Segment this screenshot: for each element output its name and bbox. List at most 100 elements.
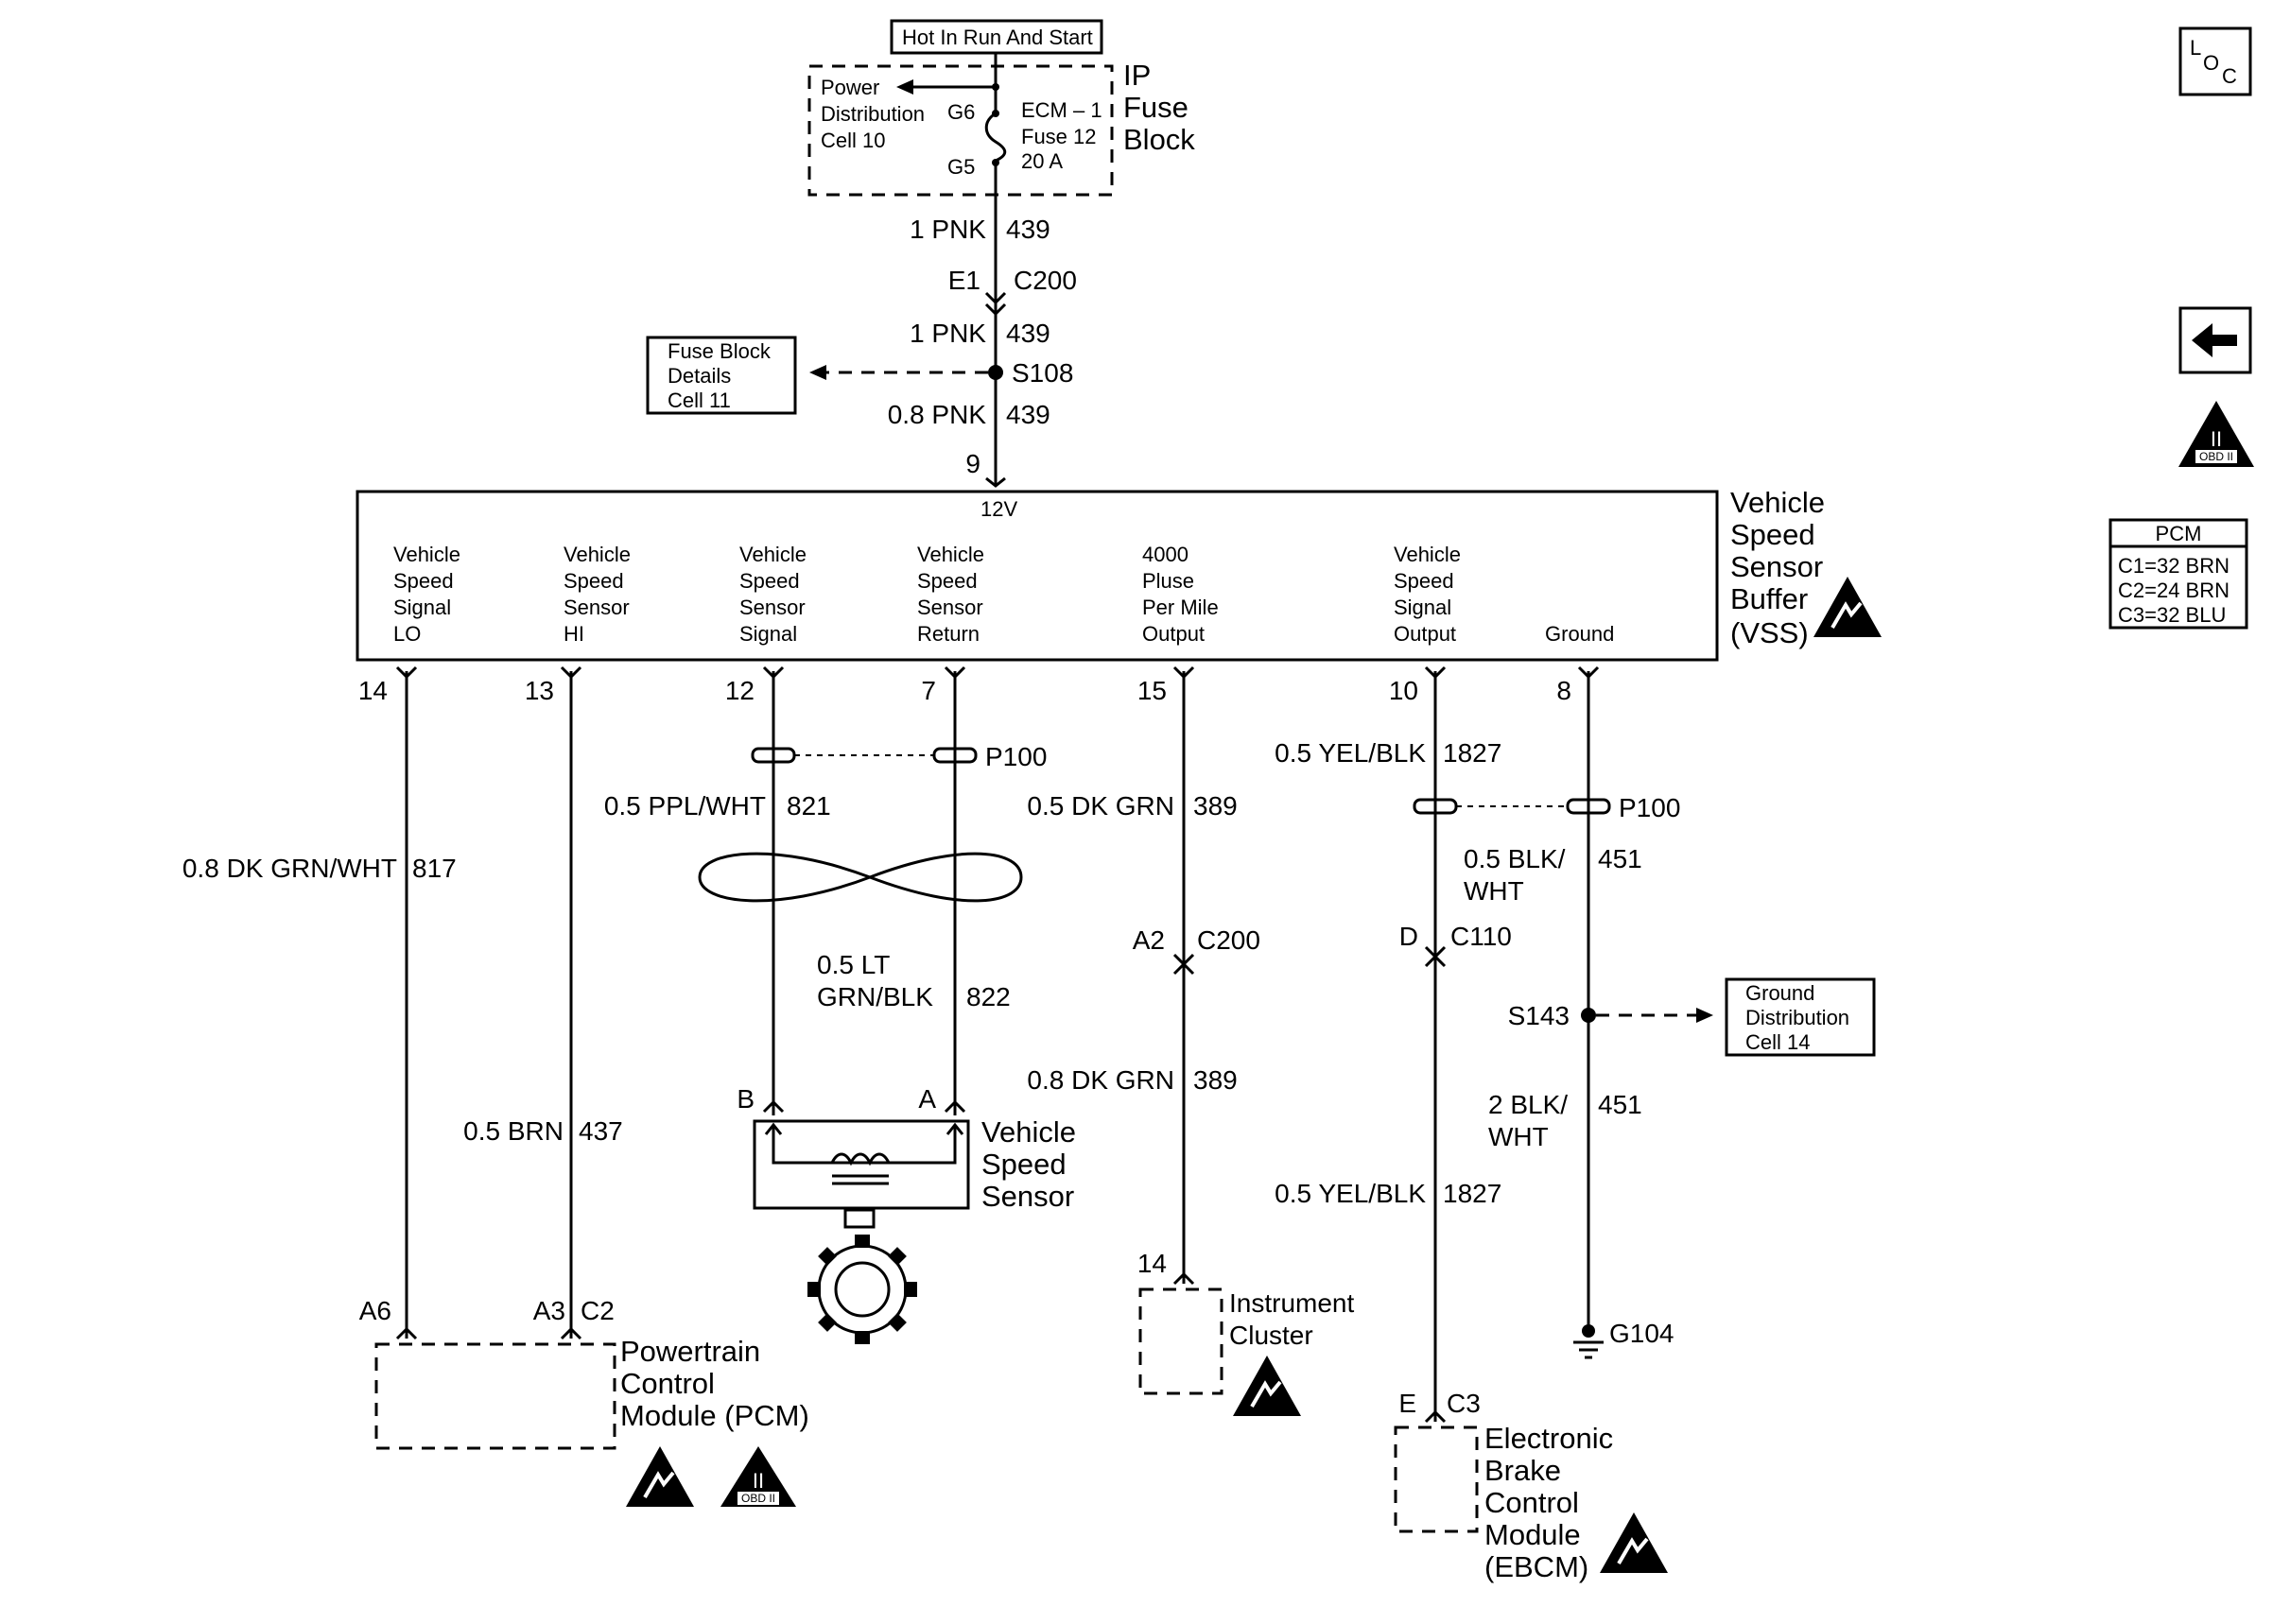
w389a-gauge: 0.5 DK GRN	[1027, 791, 1174, 821]
pcm-name-1: Powertrain	[620, 1335, 760, 1368]
terminal-10-label-line-4: Output	[1394, 622, 1456, 646]
buffer-voltage: 12V	[980, 497, 1017, 521]
svg-text:OBD II: OBD II	[2199, 450, 2233, 463]
pcm-name-3: Module (PCM)	[620, 1399, 809, 1432]
pcm-pin-a3: A3	[533, 1296, 565, 1325]
feed-wire2-gauge: 1 PNK	[910, 319, 986, 348]
w1827a-circuit: 1827	[1443, 738, 1501, 768]
fuse-symbol-icon	[984, 53, 1007, 195]
pin-8-label: 8	[1556, 676, 1571, 705]
ground-g104-label: G104	[1609, 1319, 1674, 1348]
twisted-pair-icon	[698, 852, 1023, 903]
w821-gauge: 0.5 PPL/WHT	[604, 791, 766, 821]
pcm-name-2: Control	[620, 1367, 715, 1400]
ground-dist-line-1: Ground	[1745, 981, 1814, 1005]
fuse-block-label-3: Block	[1123, 123, 1195, 156]
buffer-name-2: Speed	[1730, 518, 1815, 551]
feed-pin: 9	[965, 449, 980, 478]
c110-pin: D	[1399, 922, 1418, 951]
splice-s143-label: S143	[1508, 1001, 1570, 1030]
cluster-pin: 14	[1137, 1249, 1167, 1278]
sensor-pin-b: B	[737, 1084, 755, 1114]
terminal-15-label-line-1: 4000	[1142, 543, 1189, 566]
c200-lower-name: C200	[1197, 925, 1260, 955]
cluster-name-1: Instrument	[1229, 1288, 1354, 1318]
fuse-details-line-1: Fuse Block	[668, 339, 772, 363]
w1827b-gauge: 0.5 YEL/BLK	[1275, 1179, 1426, 1208]
cluster-name-2: Cluster	[1229, 1321, 1313, 1350]
obd-ii-icon: II OBD II	[2178, 401, 2254, 467]
back-arrow-button[interactable]	[2178, 306, 2252, 374]
w389a-circuit: 389	[1193, 791, 1238, 821]
pin-10-label: 10	[1389, 676, 1418, 705]
terminal-14-label-line-1: Vehicle	[393, 543, 460, 566]
w817-gauge: 0.8 DK GRN/WHT	[182, 854, 397, 883]
hot-in-run-label: Hot In Run And Start	[902, 26, 1093, 49]
terminal-13-label-line-1: Vehicle	[564, 543, 631, 566]
sensor-pin-a: A	[918, 1084, 936, 1114]
vss-sensor-name-3: Sensor	[981, 1180, 1074, 1213]
ebcm-name-4: Module	[1484, 1518, 1581, 1551]
svg-text:II: II	[2211, 427, 2222, 451]
terminal-12-label-line-1: Vehicle	[739, 543, 807, 566]
loc-c: C	[2222, 64, 2237, 88]
splice-s143	[1581, 1008, 1596, 1023]
ip-fuse-block-box	[807, 64, 1114, 197]
vss-sensor-name-1: Vehicle	[981, 1115, 1076, 1149]
terminal-12-label-line-3: Sensor	[739, 596, 806, 619]
feed-wire3-circuit: 439	[1006, 400, 1050, 429]
loc-button[interactable]: L O C	[2178, 26, 2252, 96]
feed-wire1-circuit: 439	[1006, 215, 1050, 244]
feed-wire3-gauge: 0.8 PNK	[888, 400, 987, 429]
power-dist-line-1: Power	[821, 76, 879, 99]
fuse-details-arrow-icon	[809, 365, 826, 380]
terminal-13-label-line-4: HI	[564, 622, 584, 646]
fuse-pin-bottom: G5	[947, 155, 975, 179]
w389b-gauge: 0.8 DK GRN	[1027, 1065, 1174, 1095]
p100-right-label: P100	[1619, 793, 1680, 822]
w822-gauge-2: GRN/BLK	[817, 982, 933, 1011]
fuse-block-details-box	[646, 336, 797, 415]
cluster-esd-icon	[1233, 1356, 1301, 1416]
cluster-box	[1138, 1287, 1223, 1395]
pcm-table-row-3: C3=32 BLU	[2118, 603, 2226, 627]
power-dist-line-2: Distribution	[821, 102, 925, 126]
w1827b-circuit: 1827	[1443, 1179, 1501, 1208]
c200-lower-pin: A2	[1133, 925, 1165, 955]
pcm-table-box	[2108, 518, 2248, 630]
w437-circuit: 437	[579, 1116, 623, 1146]
terminal-14-label-line-3: Signal	[393, 596, 451, 619]
fuse-block-label-2: Fuse	[1123, 91, 1189, 124]
splice-s108	[988, 365, 1003, 380]
buffer-name-4: Buffer	[1730, 582, 1808, 615]
w451a-gauge-2: WHT	[1464, 876, 1524, 906]
w451b-circuit: 451	[1598, 1090, 1642, 1119]
pcm-pin-a6: A6	[359, 1296, 391, 1325]
w817-circuit: 817	[412, 854, 457, 883]
fuse-block-label-1: IP	[1123, 59, 1151, 92]
buffer-name-1: Vehicle	[1730, 486, 1825, 519]
fuse-name-line-1: ECM – 1	[1021, 98, 1102, 122]
ebcm-name-3: Control	[1484, 1486, 1579, 1519]
loc-o: O	[2203, 51, 2219, 75]
w822-circuit: 822	[966, 982, 1011, 1011]
feed-conn-pin: E1	[948, 266, 980, 295]
ebcm-esd-icon	[1600, 1512, 1668, 1573]
esd-warning-icon	[1813, 577, 1882, 637]
splice-s108-label: S108	[1012, 358, 1073, 388]
pin-15-label: 15	[1137, 676, 1167, 705]
terminal-15-label-line-2: Pluse	[1142, 569, 1194, 593]
ground-dist-box	[1725, 977, 1876, 1057]
w451a-gauge-1: 0.5 BLK/	[1464, 844, 1566, 873]
buffer-name-5: (VSS)	[1730, 616, 1809, 649]
power-dist-arrow-icon	[896, 79, 913, 95]
w451b-gauge-2: WHT	[1488, 1122, 1549, 1151]
ebcm-conn: C3	[1447, 1389, 1481, 1418]
pcm-esd-icon	[626, 1446, 694, 1507]
terminal-15-label-line-4: Output	[1142, 622, 1205, 646]
pin-13-label: 13	[525, 676, 554, 705]
c200-lower-connector-icon	[1172, 953, 1195, 976]
terminal-10-label-line-3: Signal	[1394, 596, 1451, 619]
loc-l: L	[2190, 36, 2201, 60]
terminal-14-label-line-2: Speed	[393, 569, 454, 593]
